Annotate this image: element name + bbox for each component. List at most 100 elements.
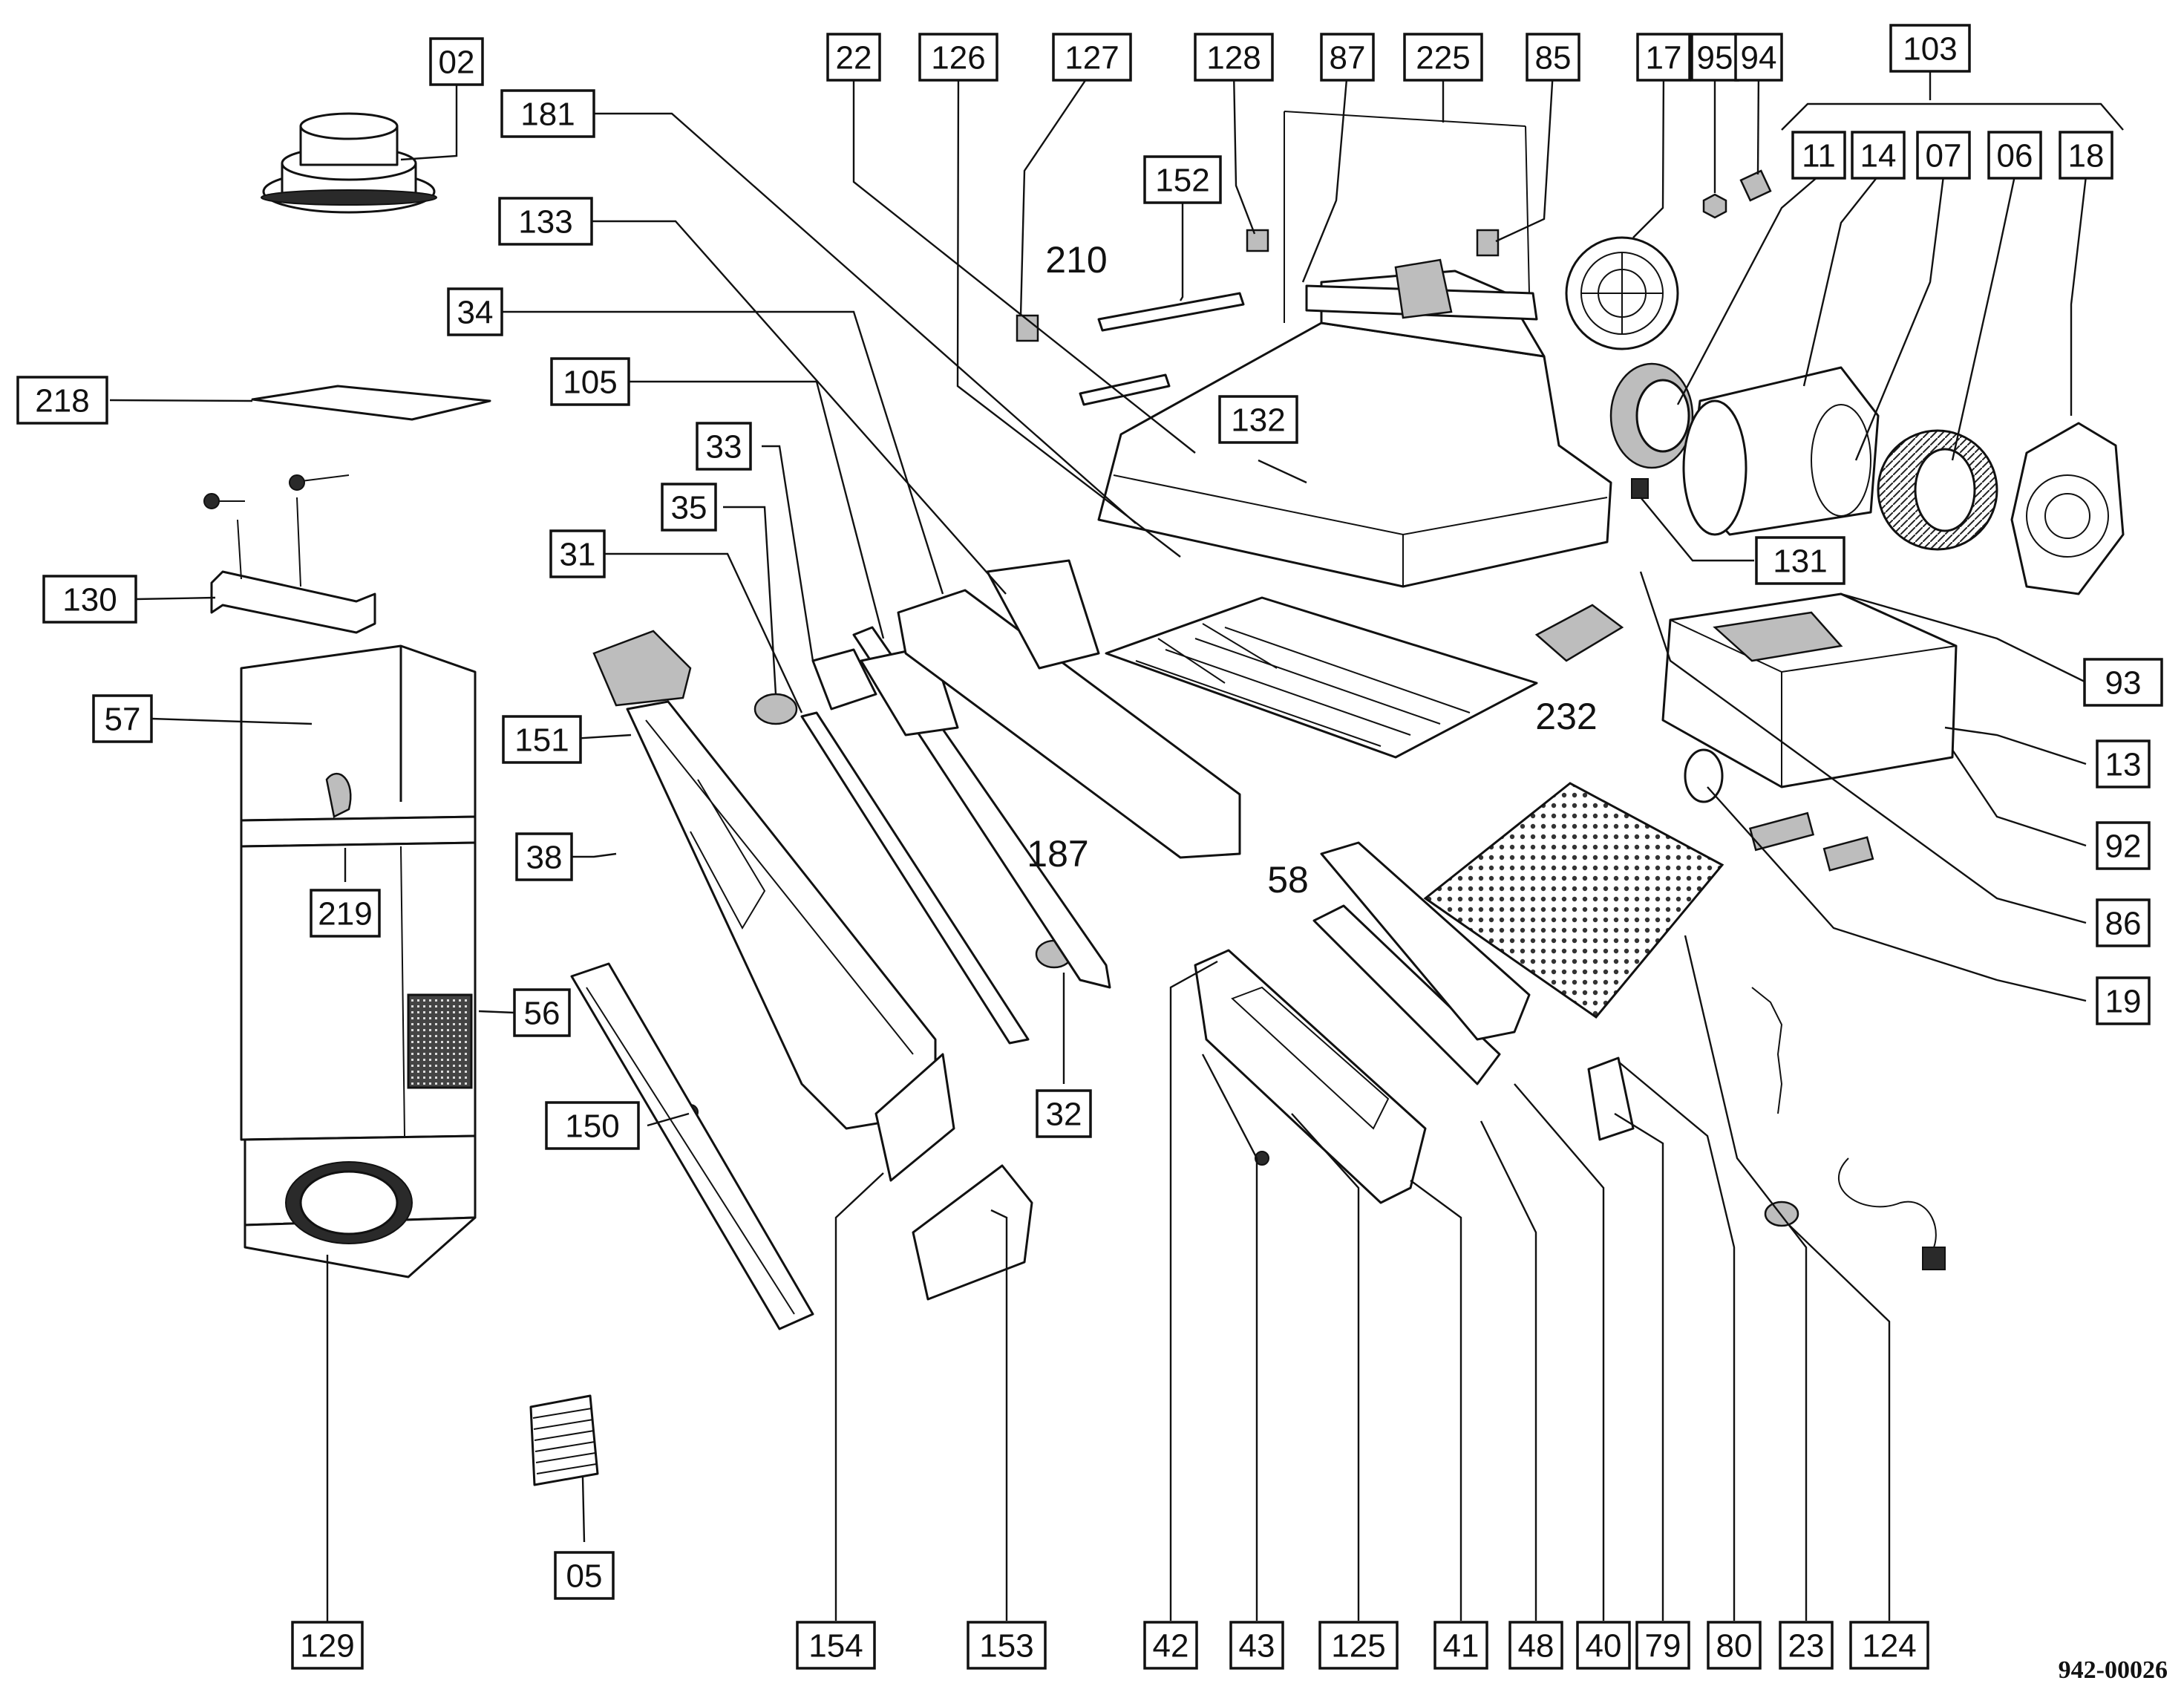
callout-126: 126	[918, 33, 998, 82]
callout-225: 225	[1403, 33, 1483, 82]
callout-93: 93	[2083, 658, 2163, 707]
leader-lines	[109, 62, 2124, 1623]
part-top-bracket	[251, 385, 491, 421]
callout-number: 18	[2068, 138, 2105, 174]
callout-number: 225	[1416, 40, 1470, 76]
callout-32: 32	[1036, 1089, 1092, 1138]
callout-box	[1987, 131, 2042, 180]
part-top-plate	[1284, 111, 1530, 323]
callout-23: 23	[1779, 1621, 1834, 1670]
callout-number: 56	[524, 996, 560, 1032]
callout-box	[1508, 1621, 1563, 1670]
callout-box	[1851, 131, 1906, 180]
callout-number: 57	[105, 702, 141, 738]
callout-07: 07	[1916, 131, 1971, 180]
part-terminal-blocks	[1748, 811, 1874, 872]
part-front-trim	[626, 700, 937, 1130]
callout-box	[502, 715, 582, 764]
callout-box	[515, 832, 573, 881]
callout-box	[1320, 33, 1375, 82]
callout-number: 124	[1862, 1628, 1916, 1665]
part-mounting-bracket	[203, 474, 376, 634]
callout-34: 34	[447, 287, 503, 336]
callout-box	[1576, 1621, 1631, 1670]
part-side-bracket-153	[912, 1164, 1033, 1301]
callout-box	[1218, 395, 1298, 444]
callout-box	[1779, 1621, 1834, 1670]
part-blower	[1565, 236, 1694, 469]
callout-box	[1755, 536, 1845, 585]
free-label-232: 232	[1535, 696, 1597, 737]
callout-127: 127	[1052, 33, 1132, 82]
callout-number: 151	[514, 722, 569, 759]
callout-86: 86	[2096, 898, 2151, 947]
callout-box	[1229, 1621, 1284, 1670]
callout-number: 22	[836, 40, 872, 76]
callout-40: 40	[1576, 1621, 1631, 1670]
callout-number: 05	[566, 1558, 603, 1595]
callout-box	[661, 483, 717, 532]
callout-box	[310, 889, 381, 938]
callout-number: 35	[671, 490, 707, 526]
part-clip-131	[1631, 478, 1649, 499]
callout-box	[1433, 1621, 1488, 1670]
callout-number: 125	[1331, 1628, 1385, 1665]
callout-35: 35	[661, 483, 717, 532]
callout-02: 02	[429, 37, 484, 86]
callout-number: 130	[62, 582, 117, 618]
callout-box	[291, 1621, 364, 1670]
callout-92: 92	[2096, 821, 2151, 870]
part-front-panel	[570, 962, 814, 1330]
callout-box	[1194, 33, 1274, 82]
part-capacitor	[1684, 748, 1724, 803]
callout-number: 128	[1206, 40, 1261, 76]
callout-box	[1636, 33, 1691, 82]
callout-218: 218	[16, 376, 108, 425]
callout-130: 130	[42, 575, 137, 624]
callout-56: 56	[513, 988, 571, 1037]
free-label-210: 210	[1045, 239, 1107, 281]
part-control-box	[1661, 592, 1958, 788]
callout-125: 125	[1318, 1621, 1399, 1670]
callout-box	[2059, 131, 2113, 180]
callout-41: 41	[1433, 1621, 1488, 1670]
callout-number: 32	[1046, 1097, 1082, 1133]
callout-number: 79	[1645, 1628, 1681, 1665]
callout-number: 218	[35, 383, 89, 419]
callout-153: 153	[967, 1621, 1047, 1670]
callout-box	[513, 988, 571, 1037]
callout-number: 129	[300, 1628, 354, 1665]
callout-number: 13	[2105, 747, 2142, 783]
callout-box	[1791, 131, 1846, 180]
part-control-panel	[1194, 904, 1501, 1204]
part-nut-95	[1702, 193, 1727, 219]
callout-128: 128	[1194, 33, 1274, 82]
callout-33: 33	[696, 422, 752, 471]
drawing-number: 942-00026	[2059, 1656, 2168, 1684]
callout-number: 95	[1697, 40, 1733, 76]
callout-132: 132	[1218, 395, 1298, 444]
callout-number: 87	[1330, 40, 1366, 76]
callout-18: 18	[2059, 131, 2113, 180]
callout-box	[447, 287, 503, 336]
part-hood-body	[1097, 258, 1612, 588]
callout-number: 06	[1997, 138, 2033, 174]
callout-number: 31	[560, 537, 596, 573]
callout-103: 103	[1889, 24, 1971, 73]
callout-19: 19	[2096, 976, 2151, 1025]
callout-42: 42	[1143, 1621, 1198, 1670]
part-drawings	[203, 111, 2125, 1486]
callout-number: 38	[526, 840, 563, 876]
callout-box	[1916, 131, 1971, 180]
callout-box	[550, 357, 630, 406]
callout-13: 13	[2096, 739, 2151, 788]
callout-number: 11	[1802, 138, 1836, 174]
callout-box	[2096, 821, 2151, 870]
callout-number: 127	[1065, 40, 1119, 76]
callout-number: 133	[518, 204, 572, 241]
callout-box	[1143, 155, 1222, 204]
part-strip-152	[1097, 292, 1245, 332]
callout-number: 40	[1586, 1628, 1622, 1665]
callout-number: 23	[1788, 1628, 1825, 1665]
